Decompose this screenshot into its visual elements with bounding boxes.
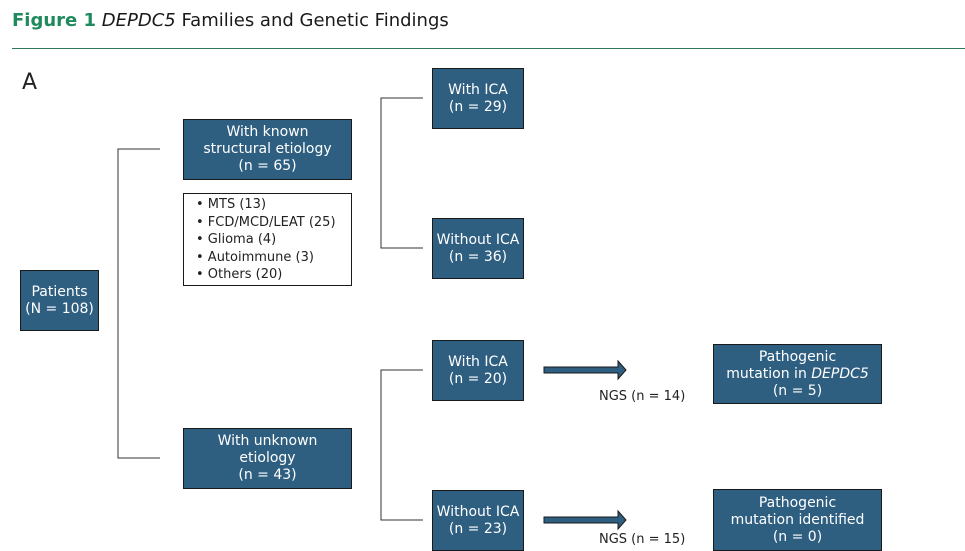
- bracket-known: [380, 97, 423, 249]
- known-no-ica-count: (n = 36): [448, 248, 508, 265]
- known-line2: structural etiology: [203, 141, 332, 157]
- result-no-ica-box: Pathogenic mutation identified (n = 0): [713, 489, 882, 551]
- result-no-ica-line1: Pathogenic: [758, 494, 837, 511]
- unknown-no-ica-count: (n = 23): [448, 520, 508, 537]
- ngs-label-no-ica: NGS (n = 15): [599, 532, 686, 547]
- known-count: (n = 65): [238, 158, 297, 174]
- connector-lines: [117, 97, 627, 531]
- result-no-ica-count: (n = 0): [772, 528, 823, 545]
- result-ica-line1: Pathogenic: [758, 348, 837, 365]
- list-item: • MTS (13): [196, 197, 267, 212]
- unknown-line1: With unknown: [217, 433, 318, 449]
- figure-label: Figure 1: [12, 10, 97, 31]
- known-line1: With known: [226, 124, 309, 140]
- figure-gene: DEPDC5: [101, 10, 176, 31]
- unknown-with-ica-box: With ICA (n = 20): [432, 340, 524, 401]
- unknown-no-ica-label: Without ICA: [436, 503, 520, 520]
- result-ica-line2: mutation in DEPDC5: [726, 366, 869, 383]
- result-ica-line2-text: mutation in: [726, 365, 812, 382]
- known-no-ica-label: Without ICA: [436, 231, 520, 248]
- known-with-ica-box: With ICA (n = 29): [432, 68, 524, 129]
- bracket-patients: [117, 148, 160, 459]
- result-ica-box: Pathogenic mutation in DEPDC5 (n = 5): [713, 344, 882, 404]
- known-etiology-box: With known structural etiology (n = 65): [183, 119, 352, 180]
- unknown-ica-count: (n = 20): [448, 370, 508, 387]
- figure-title-text: Families and Genetic Findings: [175, 10, 449, 31]
- patients-label: Patients: [31, 283, 88, 300]
- list-item: • FCD/MCD/LEAT (25): [196, 214, 336, 230]
- list-item: • Others (20): [196, 267, 283, 282]
- result-ica-count: (n = 5): [772, 382, 823, 399]
- list-item: • Autoimmune (3): [196, 249, 314, 265]
- patients-count: (N = 108): [25, 300, 94, 317]
- known-ica-label: With ICA: [448, 81, 508, 98]
- title-divider: [12, 48, 965, 49]
- unknown-line2: etiology: [239, 450, 296, 466]
- panel-label: A: [22, 70, 38, 95]
- patients-box: Patients (N = 108): [20, 270, 99, 331]
- result-ica-gene: DEPDC5: [811, 365, 869, 382]
- arrow-ica: [543, 359, 627, 381]
- bracket-unknown: [380, 369, 423, 521]
- figure-title: Figure 1 DEPDC5 Families and Genetic Fin…: [12, 10, 449, 31]
- known-without-ica-box: Without ICA (n = 36): [432, 218, 524, 279]
- etiology-list: • MTS (13) • FCD/MCD/LEAT (25) • Glioma …: [183, 193, 352, 286]
- list-item: • Glioma (4): [196, 232, 277, 247]
- result-no-ica-line2: mutation identified: [730, 511, 865, 528]
- arrow-no-ica: [543, 509, 627, 531]
- ngs-label-ica: NGS (n = 14): [599, 389, 686, 404]
- unknown-count: (n = 43): [238, 467, 297, 483]
- unknown-ica-label: With ICA: [448, 353, 508, 370]
- unknown-without-ica-box: Without ICA (n = 23): [432, 490, 524, 551]
- unknown-etiology-box: With unknown etiology (n = 43): [183, 428, 352, 489]
- known-ica-count: (n = 29): [448, 98, 508, 115]
